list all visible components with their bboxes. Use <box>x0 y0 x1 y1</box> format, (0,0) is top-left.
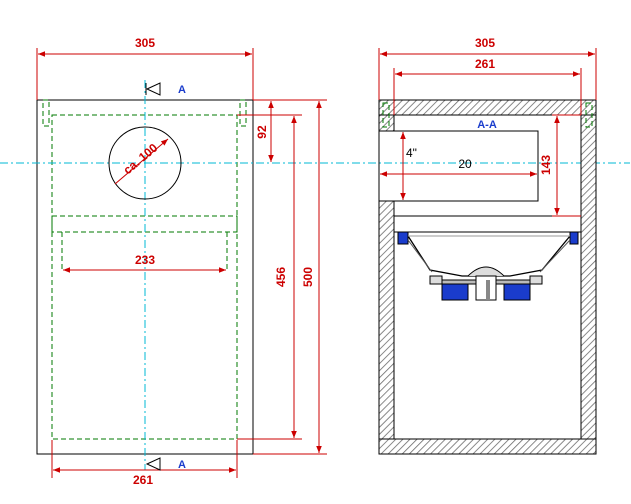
magnet-left <box>441 283 469 301</box>
panel-width-label: 261 <box>133 473 153 487</box>
port-diameter-label: 4" <box>406 146 417 160</box>
section-inner-width-label: 261 <box>475 57 495 71</box>
woofer-driver <box>397 231 579 301</box>
port-hole <box>108 126 182 200</box>
svg-text:A: A <box>178 84 186 96</box>
magnet-right <box>503 283 531 301</box>
section-title: A-A <box>477 119 497 131</box>
section-bottom-wall <box>378 438 597 455</box>
svg-text:A: A <box>178 459 186 471</box>
total-height-label: 500 <box>301 267 315 287</box>
inner-height-label: 456 <box>274 267 288 287</box>
section-width-label: 305 <box>475 36 495 50</box>
hole-label: ca. 100 <box>121 140 161 177</box>
port-height-label: 143 <box>539 155 553 175</box>
section-marker-bottom: A <box>145 457 186 471</box>
section-left-wall-lower <box>378 200 395 440</box>
section-marker-top: A <box>145 82 186 96</box>
front-width-label: 305 <box>135 36 155 50</box>
section-view: A-A 305 261 143 4" 20 <box>378 36 597 455</box>
inner-width-label: 233 <box>135 253 155 267</box>
section-right-wall <box>580 114 597 440</box>
section-top-wall <box>378 99 597 116</box>
port-length-label: 20 <box>458 157 472 171</box>
top-offset-label: 92 <box>255 125 269 139</box>
port-tube <box>378 130 539 202</box>
